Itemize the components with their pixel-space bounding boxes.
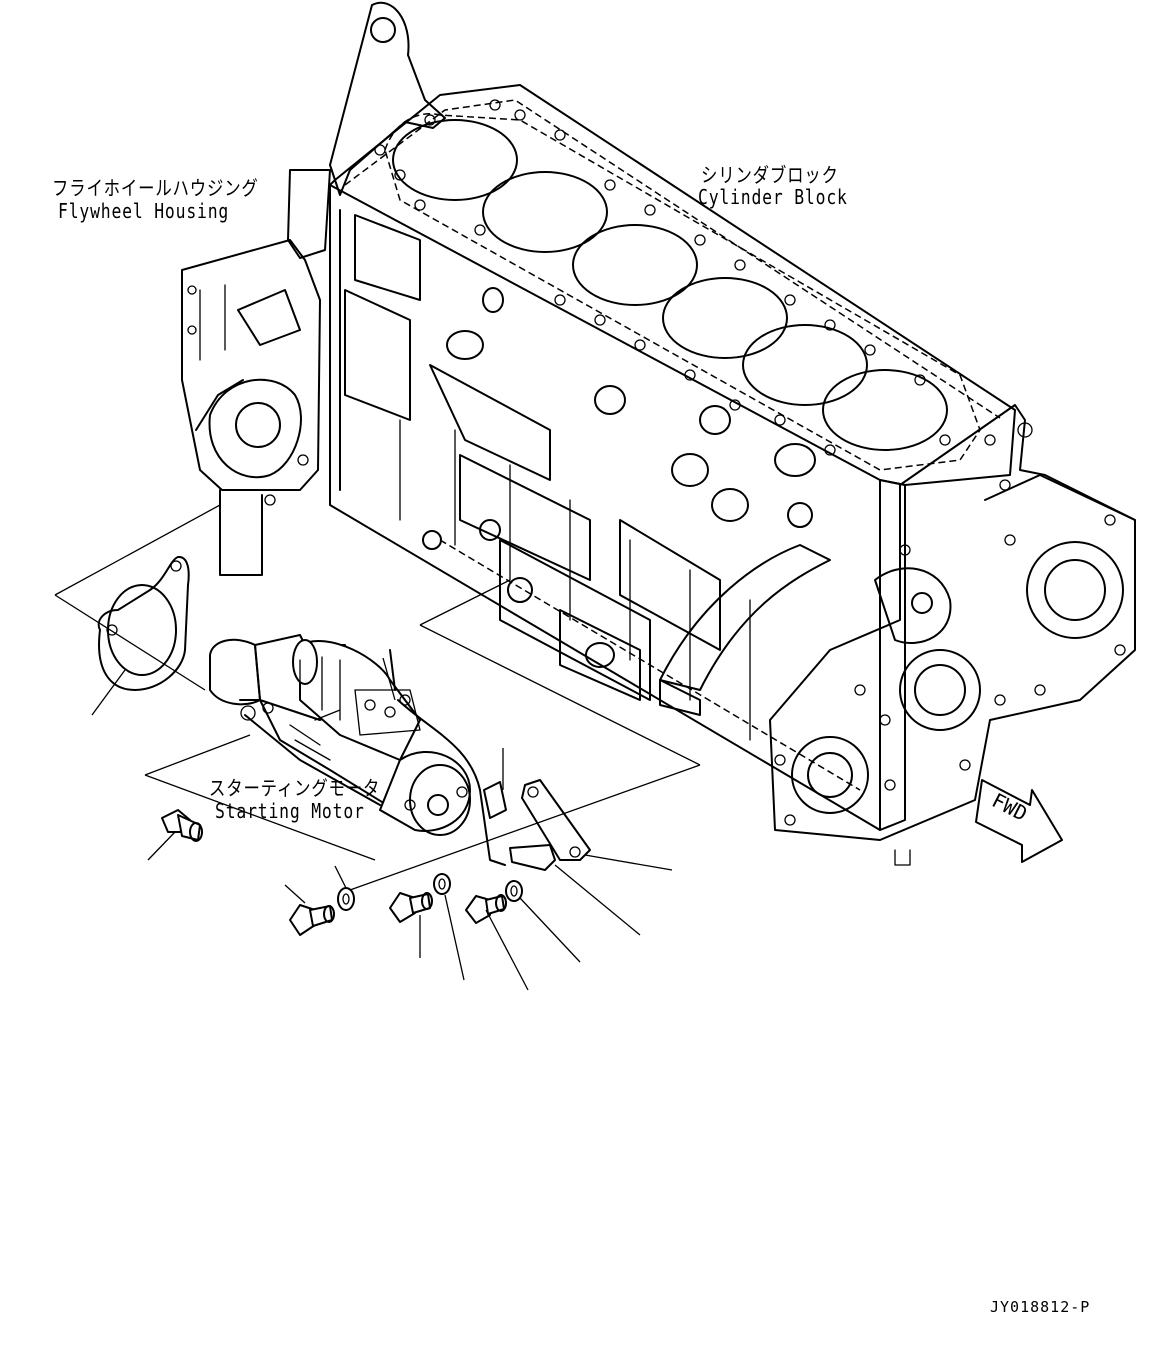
flywheel-housing — [181, 2, 446, 576]
fwd-text: FWD — [988, 788, 1031, 826]
bolt-4 — [465, 894, 507, 924]
front-gear-case — [769, 404, 1136, 866]
cylinder-block-label-jp: シリンダブロック — [701, 163, 839, 187]
washer-1 — [337, 887, 355, 911]
bolt-3 — [389, 892, 433, 923]
forward-arrow-icon: FWD — [975, 779, 1063, 863]
bolt-2 — [289, 904, 335, 936]
drawing-code: JY018812-P — [990, 1298, 1091, 1316]
cylinder-block — [329, 84, 1016, 831]
washer-2 — [433, 873, 451, 895]
flywheel-housing-label-jp: フライホイールハウジング — [52, 176, 259, 200]
starting-motor — [209, 634, 507, 866]
bolt-1 — [161, 809, 203, 842]
flywheel-housing-label-en: Flywheel Housing — [58, 199, 230, 223]
starting-motor-label-jp: スターティングモータ — [209, 776, 381, 800]
gasket — [97, 556, 190, 691]
starting-motor-label-en: Starting Motor — [215, 799, 365, 823]
leader-lines — [54, 504, 701, 991]
bracket — [509, 779, 591, 871]
washer-3 — [505, 880, 523, 902]
cylinder-block-label-en: Cylinder Block — [698, 185, 848, 209]
